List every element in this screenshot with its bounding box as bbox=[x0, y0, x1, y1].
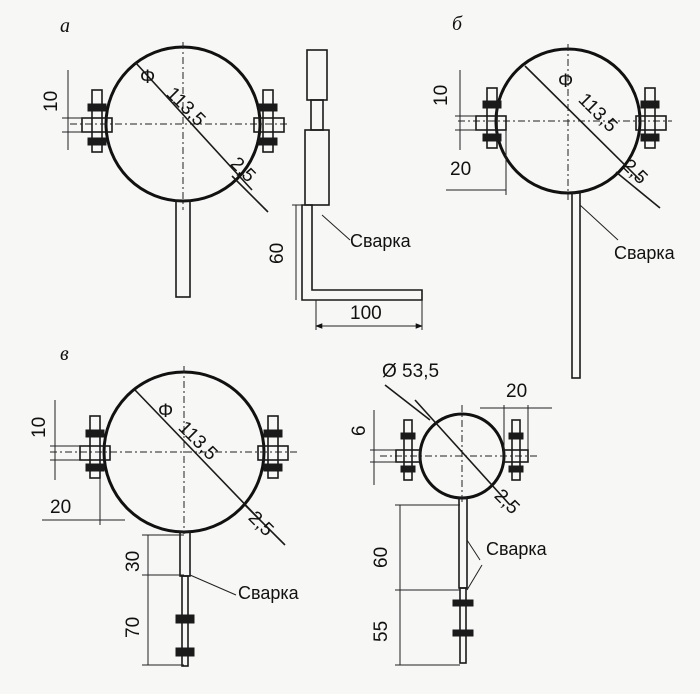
side-clamp-body bbox=[304, 129, 330, 206]
panel-g-diameter: Ø 53,5 bbox=[382, 361, 440, 382]
clamp-v bbox=[42, 366, 300, 667]
panel-v-dim-rod-bottom: 70 bbox=[123, 616, 144, 638]
panel-a-dim-rod: 60 bbox=[267, 242, 288, 264]
clamp-g-rod bbox=[458, 497, 468, 589]
weld-leader-v bbox=[189, 574, 237, 596]
clamp-g-threaded-rod bbox=[459, 587, 467, 664]
clamp-a-left-bolt bbox=[91, 89, 103, 153]
weld-leader-g-1 bbox=[466, 539, 481, 561]
panel-v-dim-top: 10 bbox=[29, 416, 50, 438]
clamp-b-left-ear bbox=[475, 115, 507, 131]
panel-g-dim-width: 20 bbox=[506, 381, 528, 402]
clamp-a-left-nut bbox=[87, 103, 107, 112]
panel-v-dim-offset: 20 bbox=[50, 497, 72, 518]
clamp-b-rod bbox=[571, 192, 581, 379]
clamp-b-diameter-line bbox=[524, 65, 641, 181]
weld-leader-g-2 bbox=[466, 564, 483, 591]
side-bolt-top bbox=[306, 49, 328, 101]
panel-v-dim-rod-top: 30 bbox=[123, 550, 144, 572]
panel-g-dim-rod-top: 60 bbox=[371, 546, 392, 568]
panel-g-dim-top: 6 bbox=[349, 425, 370, 436]
clamp-g bbox=[370, 384, 552, 666]
panel-a-dim-top: 10 bbox=[41, 90, 62, 112]
clamp-a-rod bbox=[175, 200, 191, 298]
panel-a-diameter-symbol: Φ bbox=[140, 67, 156, 88]
clamp-a-left-ear bbox=[81, 117, 113, 133]
panel-a-dim-leg: 100 bbox=[350, 303, 382, 324]
panel-a-weld: Сварка bbox=[350, 231, 411, 251]
panel-v-label: в bbox=[60, 343, 69, 365]
clamp-a-left-nut-2 bbox=[87, 137, 107, 146]
weld-leader-a bbox=[321, 214, 351, 241]
clamp-g-left-ear bbox=[395, 449, 421, 463]
side-bolt-mid bbox=[310, 99, 324, 131]
clamp-a bbox=[62, 42, 290, 298]
weld-leader-b bbox=[579, 204, 619, 241]
clamp-a-right-ear bbox=[253, 117, 285, 133]
clamp-a-right-bolt bbox=[262, 89, 274, 153]
clamp-v-left-ear bbox=[79, 445, 111, 461]
clamp-b bbox=[446, 44, 672, 379]
panel-a-label: а bbox=[60, 15, 70, 37]
clamp-a-right-nut bbox=[258, 103, 278, 112]
panel-g-dim-rod-bottom: 55 bbox=[371, 620, 392, 642]
clamp-b-right-ear bbox=[635, 115, 667, 131]
clamp-g-diameter-line bbox=[414, 399, 511, 506]
clamp-v-diameter-line bbox=[134, 389, 261, 521]
side-angle-leg bbox=[301, 204, 423, 301]
clamp-v-rod bbox=[179, 531, 191, 577]
panel-v-diameter-symbol: Φ bbox=[158, 401, 174, 422]
panel-b-dim-offset: 20 bbox=[450, 159, 472, 180]
clamp-a-diameter-line bbox=[134, 61, 253, 191]
panel-g-weld: Сварка bbox=[486, 539, 547, 559]
panel-b-diameter-symbol: Φ bbox=[558, 71, 574, 92]
clamp-a-side-view bbox=[292, 49, 423, 330]
panel-v-weld: Сварка bbox=[238, 583, 299, 603]
clamp-v-right-ear bbox=[257, 445, 289, 461]
clamp-a-right-nut-2 bbox=[258, 137, 278, 146]
panel-b-label: б bbox=[452, 13, 463, 35]
clamp-a-thickness-leader bbox=[231, 175, 269, 213]
clamp-g-right-ear bbox=[503, 449, 529, 463]
panel-b-dim-top: 10 bbox=[431, 84, 452, 106]
panel-b-weld: Сварка bbox=[614, 243, 675, 263]
